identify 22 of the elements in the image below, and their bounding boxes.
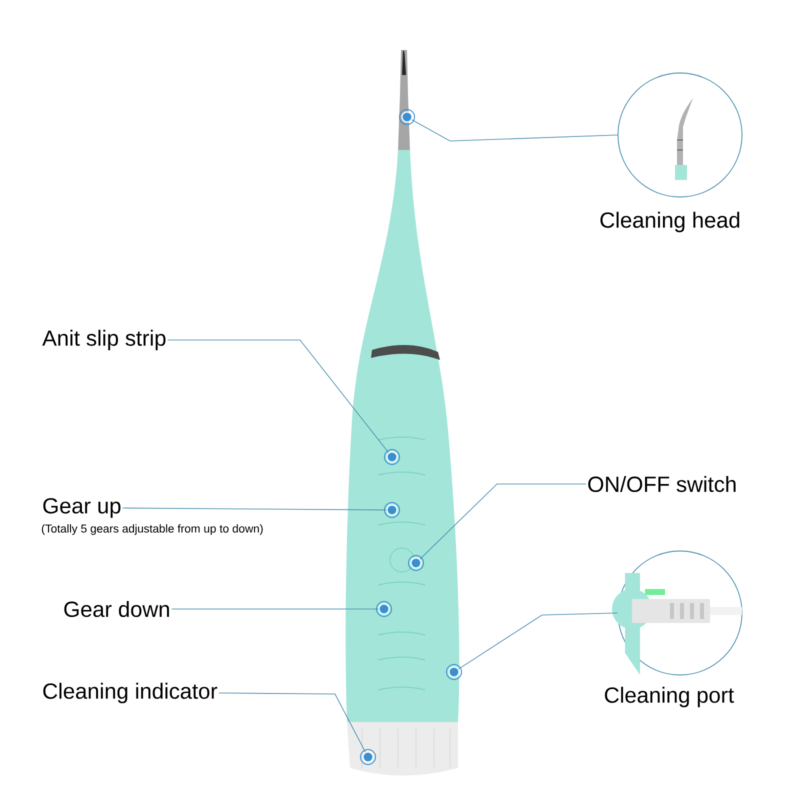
callout-label: Gear down <box>64 600 169 618</box>
leader-line <box>412 119 618 142</box>
callout-dot <box>384 502 400 518</box>
callout-dot <box>376 601 392 617</box>
leader-line <box>167 340 389 453</box>
callout-dot <box>408 555 424 571</box>
leader-line <box>218 692 366 752</box>
callout-dot <box>360 749 376 765</box>
leader-line <box>458 612 618 670</box>
inset-caption: Cleaning port <box>604 686 734 708</box>
callout-dot <box>446 664 462 680</box>
callout-dot <box>399 109 415 125</box>
leader-line <box>122 508 387 510</box>
leader-line <box>420 484 586 560</box>
callout-label: ON/OFF switch <box>588 476 736 492</box>
callout-label: Anit slip strip <box>42 330 166 350</box>
callout-dot <box>384 449 400 465</box>
inset-caption: Cleaning head <box>600 212 740 232</box>
callout-label: Gear up <box>43 498 120 518</box>
leader-line <box>171 608 379 610</box>
callout-label: Cleaning indicator <box>43 682 218 704</box>
note-text: (Totally 5 gears adjustable from up to down) <box>42 524 263 535</box>
